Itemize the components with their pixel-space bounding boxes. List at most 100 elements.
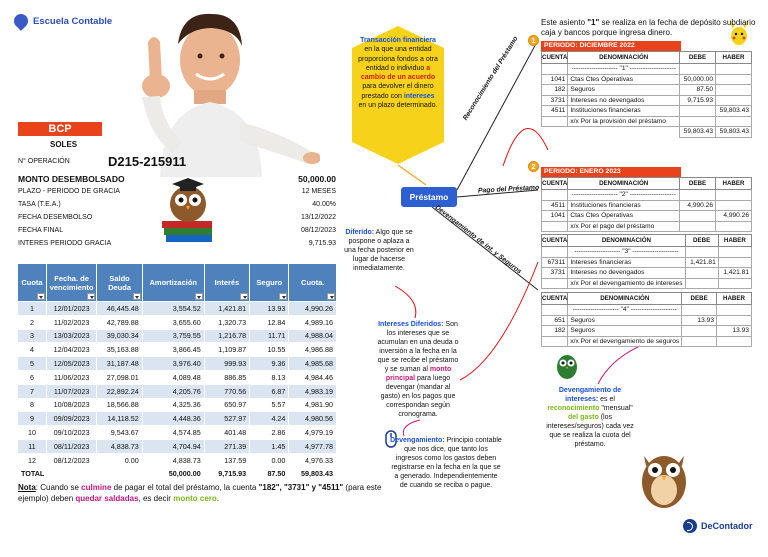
table-cell: 46,445.48 <box>96 301 143 316</box>
column-header: Amortización <box>141 263 205 302</box>
total-cell: 9,715.93 <box>203 466 251 482</box>
col-denominacion: DENOMINACIÓN <box>567 292 683 305</box>
credit-amount <box>717 256 753 268</box>
account-code: 182 <box>540 84 569 96</box>
table-cell: 12.84 <box>249 314 290 330</box>
concept-title: Intereses Diferidos: <box>378 321 444 328</box>
debit-amount: 9,715.93 <box>679 94 716 106</box>
account-name: Instituciones financieras <box>567 199 680 211</box>
debit-amount <box>679 210 716 222</box>
column-header-label: Cuota <box>21 278 43 287</box>
filter-dropdown-icon[interactable] <box>240 293 249 300</box>
journal-gloss-row: x/x Por el devengamiento de seguros <box>540 335 752 347</box>
concept-body: Algo que se pospone o aplaza a una fecha… <box>344 229 414 272</box>
filter-dropdown-icon[interactable] <box>36 293 45 300</box>
column-header-label: Saldo Deuda <box>108 273 131 292</box>
credit-amount: 59,803.43 <box>715 105 752 117</box>
credit-amount <box>715 73 752 85</box>
journal-cell <box>540 246 569 258</box>
filter-dropdown-icon[interactable] <box>327 293 335 300</box>
hex-connector <box>397 164 427 186</box>
table-cell: 4,838.73 <box>141 452 205 468</box>
col-denominacion: DENOMINACIÓN <box>567 51 680 64</box>
journal-cell <box>679 63 716 75</box>
table-cell: 1,109.87 <box>203 342 251 358</box>
filter-dropdown-icon[interactable] <box>132 293 141 300</box>
table-cell: 999.93 <box>203 356 251 371</box>
table-cell: 10.55 <box>249 342 290 358</box>
table-cell: 3,866.45 <box>141 342 205 358</box>
column-header: Saldo Deuda <box>96 263 143 302</box>
journal-gloss-row: x/x Por la provisión del préstamo <box>540 115 752 127</box>
account-name: Instituciones financieras <box>567 105 680 117</box>
table-cell: 7 <box>17 383 47 399</box>
filter-dropdown-icon[interactable] <box>194 293 203 300</box>
concept-highlight: a cambio de un acuerdo <box>360 64 436 82</box>
operation-label: N° OPERACIÓN <box>18 158 70 165</box>
column-header-label: Amortización <box>149 278 197 287</box>
column-header: Seguro <box>249 263 290 302</box>
table-cell: 4,983.19 <box>288 383 337 399</box>
entry-badge-1: 1 <box>528 35 539 46</box>
credit-amount: 13.93 <box>716 325 752 337</box>
table-cell: 8 <box>17 397 47 413</box>
note-text: Este asiento <box>541 18 588 27</box>
table-cell: 3,655.60 <box>141 314 205 330</box>
table-cell: 1,216.78 <box>203 328 251 344</box>
entry-gloss: x/x Por el pago del préstamo <box>567 220 680 232</box>
filter-dropdown-icon[interactable] <box>87 293 96 300</box>
total-debit: 59,803.43 <box>679 126 716 138</box>
concept-body: para luego devengar (mandar al gasto) en… <box>380 375 456 418</box>
journal-cell <box>715 63 752 75</box>
table-cell: 4,985.68 <box>288 356 337 371</box>
journal-cell <box>716 335 752 347</box>
journal-cell <box>540 63 569 75</box>
info-label: MONTO DESEMBOLSADO <box>18 174 125 184</box>
entry-separator-row: --------------------- "2" --------------… <box>540 189 752 201</box>
entry-separator-row: --------------------- "3" --------------… <box>540 246 753 258</box>
logo-icon <box>683 519 697 533</box>
table-cell: 11 <box>17 438 47 454</box>
note-text: se realiza en la fecha de depósito subdi… <box>541 18 756 37</box>
journal-header-row: CUENTA DENOMINACIÓN DEBE HABER <box>540 292 752 305</box>
table-cell: 770.56 <box>203 383 251 399</box>
green-owl-icon <box>557 355 577 379</box>
journal-cell <box>540 335 569 347</box>
column-header: Cuota <box>17 263 47 302</box>
info-value: 50,000.00 <box>298 174 336 184</box>
table-cell: 08/12/2023 <box>45 452 98 468</box>
info-row-fecha-final: FECHA FINAL 08/12/2023 <box>18 227 336 234</box>
concept-title: Diferido: <box>345 229 375 236</box>
table-cell: 12/05/2023 <box>45 356 98 371</box>
journal-cell <box>715 115 752 127</box>
debit-amount: 13.93 <box>681 314 718 326</box>
table-cell: 5.57 <box>249 397 290 413</box>
table-cell: 9,543.67 <box>96 425 143 440</box>
concept-body: Principio contable que nos dice, que tan… <box>391 437 502 489</box>
journal-header-row: CUENTA DENOMINACIÓN DEBE HABER <box>540 177 752 190</box>
table-cell: 08/11/2023 <box>45 438 98 454</box>
journal-table: CUENTA DENOMINACIÓN DEBE HABER ---------… <box>540 51 752 138</box>
column-header: Interés <box>203 263 251 302</box>
account-name: Seguros <box>567 84 680 96</box>
journal-table: CUENTA DENOMINACIÓN DEBE HABER ---------… <box>540 292 752 347</box>
table-cell: 4,980.56 <box>288 411 337 427</box>
table-header-row: Cuota Fecha. de vencimiento Saldo Deuda … <box>17 263 337 302</box>
credit-amount: 1,421.81 <box>717 267 753 279</box>
debit-amount: 87.50 <box>679 84 716 96</box>
filter-dropdown-icon[interactable] <box>279 293 288 300</box>
journal-entry-3: CUENTA DENOMINACIÓN DEBE HABER ---------… <box>540 234 753 289</box>
col-debe: DEBE <box>681 292 718 305</box>
entry-note: Este asiento "1" se realiza en la fecha … <box>541 18 761 38</box>
brand-shield-icon <box>11 11 31 31</box>
journal-cell <box>679 189 716 201</box>
brand-name: Escuela Contable <box>33 15 113 27</box>
